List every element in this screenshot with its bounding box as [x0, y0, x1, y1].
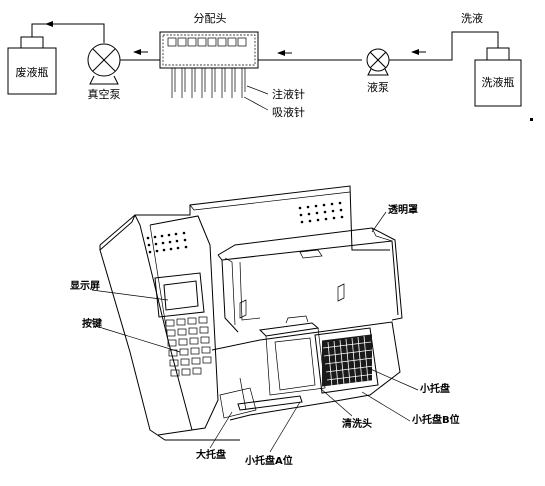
needle-array — [171, 68, 246, 98]
flow-diagram: 废液瓶 真空泵 分配头 — [7, 11, 533, 121]
aspirate-needle-label: 吸液针 — [272, 105, 305, 119]
display-label: 显示屏 — [70, 280, 100, 292]
small-tray-a-label: 小托盘A位 — [244, 454, 293, 467]
manifold-ports — [167, 37, 247, 47]
small-tray-label: 小托盘 — [419, 382, 450, 395]
instrument-illustration — [99, 185, 403, 441]
wash-bottle-label: 洗液瓶 — [482, 75, 515, 89]
manifold: 分配头 — [159, 12, 305, 119]
wash-bottle: 洗液瓶 — [474, 47, 522, 107]
display-screen — [154, 272, 205, 318]
transparent-cover-label: 透明罩 — [388, 203, 418, 216]
transparent-cover — [217, 227, 403, 333]
vent-grid-left — [146, 231, 188, 254]
vacuum-pump: 真空泵 — [87, 43, 121, 101]
waste-bottle-label: 废液瓶 — [16, 65, 49, 79]
wash-label: 洗液 — [461, 11, 483, 25]
liquid-pump: 液泵 — [366, 48, 390, 94]
vent-grid-right — [298, 201, 344, 224]
marker-dot — [530, 118, 533, 121]
callouts: 透明罩 显示屏 按键 小托盘 小托盘B位 清洗头 大托盘 小托盘A位 — [70, 203, 460, 467]
small-tray-b-label: 小托盘B位 — [411, 413, 460, 426]
keys-label: 按键 — [82, 317, 103, 330]
liquid-pump-label: 液泵 — [367, 80, 389, 94]
dispense-needle-label: 注液针 — [272, 87, 305, 101]
small-tray — [314, 327, 379, 394]
waste-bottle: 废液瓶 — [7, 36, 57, 95]
wash-head — [258, 315, 326, 396]
keypad — [165, 316, 212, 377]
wash-head-label: 清洗头 — [342, 417, 372, 430]
vacuum-pump-label: 真空泵 — [88, 87, 121, 101]
large-tray-label: 大托盘 — [196, 448, 226, 461]
manifold-label: 分配头 — [194, 12, 227, 25]
